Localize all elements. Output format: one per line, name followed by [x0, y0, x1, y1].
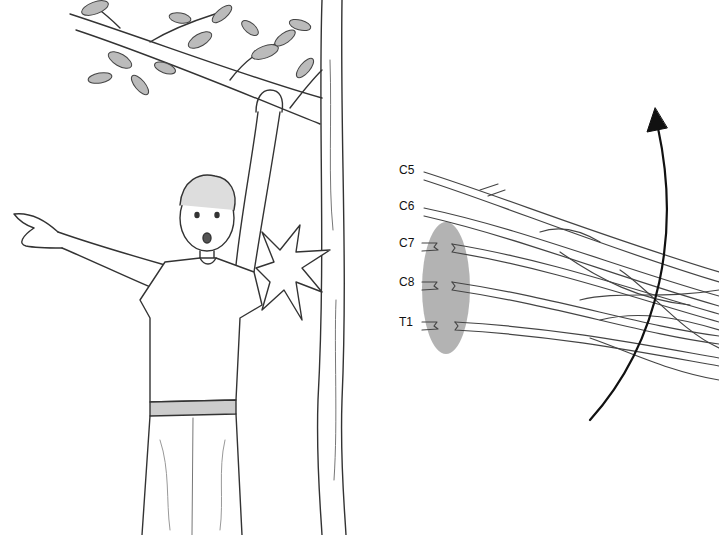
root-label: C5	[398, 163, 415, 177]
injury-zone	[422, 222, 470, 354]
injury-starburst	[256, 225, 330, 320]
tree-trunk	[317, 0, 346, 535]
boy-figure	[14, 90, 283, 535]
brachial-plexus	[422, 172, 719, 380]
root-label: C7	[398, 236, 415, 250]
root-label: T1	[398, 315, 414, 329]
leaves	[80, 0, 317, 97]
root-label: C8	[398, 275, 415, 289]
traction-arrow	[590, 108, 667, 420]
tree-branch	[70, 4, 322, 124]
root-label: C6	[398, 199, 415, 213]
